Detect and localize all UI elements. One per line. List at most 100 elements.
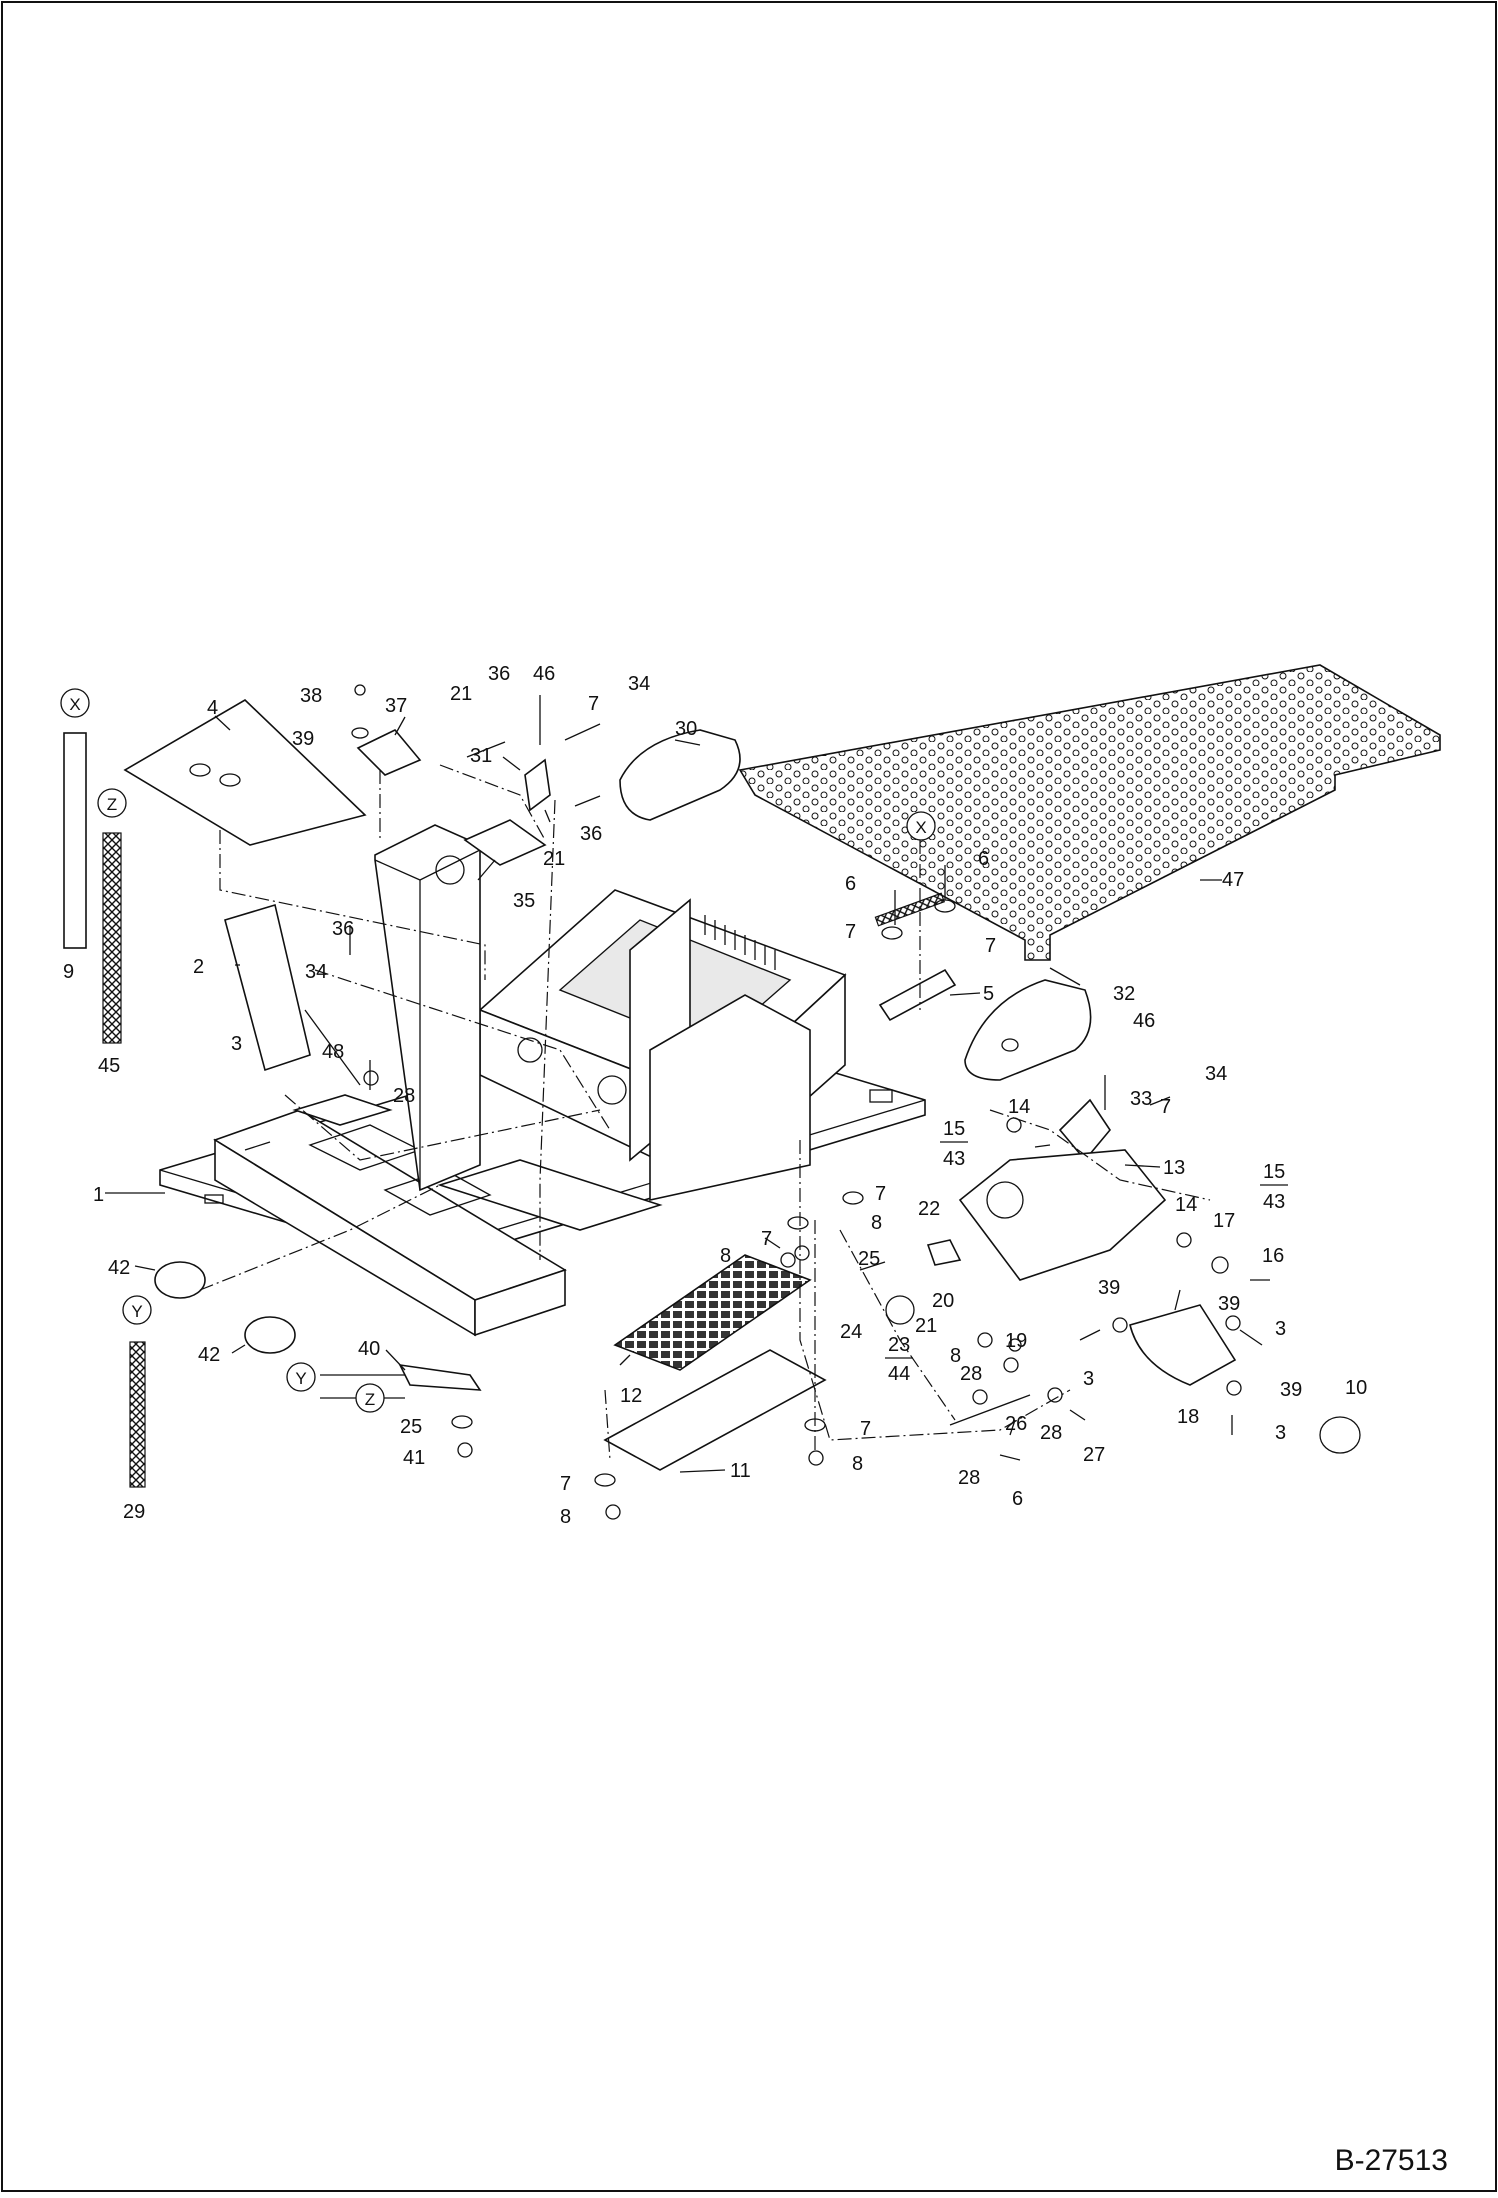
callout-46: 46 — [1133, 1010, 1155, 1032]
callout-21: 21 — [915, 1315, 937, 1337]
callout-7: 7 — [985, 935, 996, 957]
callout-46: 46 — [533, 663, 555, 685]
callout-3: 3 — [1083, 1368, 1094, 1390]
bracket-22 — [926, 1239, 962, 1266]
drawing-number: B-27513 — [1335, 2144, 1448, 2177]
callout-31: 31 — [470, 745, 492, 767]
callout-6: 6 — [978, 848, 989, 870]
callout-11: 11 — [730, 1460, 751, 1482]
callout-4: 4 — [207, 697, 218, 719]
callout-13: 13 — [1163, 1157, 1185, 1179]
callout-32: 32 — [1113, 983, 1135, 1005]
callout-47: 47 — [1222, 869, 1244, 891]
bracket-33 — [1058, 1098, 1111, 1162]
callout-22: 22 — [918, 1198, 940, 1220]
callout-7: 7 — [560, 1473, 571, 1495]
callout-48: 48 — [322, 1041, 344, 1063]
spring-rail — [874, 892, 946, 927]
callout-41: 41 — [403, 1447, 425, 1469]
callout-39: 39 — [1218, 1293, 1240, 1315]
fraction-2-bottom: 43 — [1263, 1191, 1285, 1213]
fraction-3-top: 23 — [888, 1334, 910, 1356]
callout-8: 8 — [560, 1506, 571, 1528]
callout-39: 39 — [1098, 1277, 1120, 1299]
ref-marker-y-1: Y — [131, 1302, 142, 1321]
fraction-2-top: 15 — [1263, 1161, 1285, 1183]
rod-45 — [102, 832, 122, 1044]
callout-25: 25 — [400, 1416, 422, 1438]
cover-plate-4 — [123, 699, 367, 846]
bracket-40 — [398, 1363, 482, 1391]
bracket-31 — [524, 758, 551, 812]
fasteners — [244, 684, 1270, 1520]
fraction-1-bottom: 43 — [943, 1148, 965, 1170]
clamp-10 — [1319, 1416, 1361, 1454]
leader-lines — [105, 715, 1222, 1473]
callout-10: 10 — [1345, 1377, 1367, 1399]
callout-28: 28 — [393, 1085, 415, 1107]
grille-12 — [613, 1254, 812, 1371]
callout-7: 7 — [875, 1183, 886, 1205]
callout-2: 2 — [193, 956, 204, 978]
floor-mat-47 — [738, 664, 1441, 961]
bracket-35 — [463, 819, 547, 866]
ref-marker-x-1: X — [69, 695, 80, 714]
callout-21: 21 — [450, 683, 472, 705]
callout-7: 7 — [860, 1418, 871, 1440]
callout-3: 3 — [231, 1033, 242, 1055]
rod-26 — [949, 1394, 1031, 1426]
callout-36: 36 — [332, 918, 354, 940]
callout-42: 42 — [198, 1344, 220, 1366]
callout-36: 36 — [488, 663, 510, 685]
callout-7: 7 — [845, 921, 856, 943]
callout-26: 26 — [1005, 1413, 1027, 1435]
seat-box — [478, 889, 847, 1201]
callout-34: 34 — [628, 673, 650, 695]
callout-34: 34 — [305, 961, 327, 983]
callout-28: 28 — [958, 1467, 980, 1489]
tray-11 — [603, 1349, 827, 1471]
callout-7: 7 — [588, 693, 599, 715]
ref-marker-z-2: Z — [365, 1390, 375, 1409]
front-console — [213, 1109, 567, 1337]
callout-8: 8 — [871, 1212, 882, 1234]
ref-marker-y-2: Y — [295, 1369, 306, 1388]
rail-5 — [878, 968, 957, 1022]
callout-28: 28 — [1040, 1422, 1062, 1444]
callout-39: 39 — [1280, 1379, 1302, 1401]
callout-14: 14 — [1008, 1096, 1030, 1118]
callout-21: 21 — [543, 848, 565, 870]
callout-7: 7 — [761, 1228, 772, 1250]
bracket-37 — [356, 729, 422, 776]
console-13 — [958, 1149, 1167, 1281]
callout-5: 5 — [983, 983, 994, 1005]
callout-25: 25 — [858, 1248, 880, 1270]
armrest-32 — [964, 979, 1092, 1081]
callout-19: 19 — [1005, 1330, 1027, 1352]
ref-marker-x-2: X — [915, 818, 926, 837]
callout-16: 16 — [1262, 1245, 1284, 1267]
fraction-labels: 15 43 15 43 23 44 — [885, 1118, 1288, 1385]
plate-48 — [292, 1094, 393, 1126]
callout-labels: 38 37 39 4 21 36 46 7 34 30 31 21 36 35 … — [63, 663, 1367, 1528]
callout-3: 3 — [1275, 1318, 1286, 1340]
callout-6: 6 — [1012, 1488, 1023, 1510]
callout-14: 14 — [1175, 1194, 1197, 1216]
fraction-1-top: 15 — [943, 1118, 965, 1140]
callout-38: 38 — [300, 685, 322, 707]
callout-40: 40 — [358, 1338, 380, 1360]
callout-17: 17 — [1213, 1210, 1235, 1232]
callout-7: 7 — [1160, 1096, 1171, 1118]
cover-18 — [1129, 1304, 1237, 1386]
callout-39: 39 — [292, 728, 314, 750]
callout-29: 29 — [123, 1501, 145, 1523]
side-panel-2 — [224, 903, 311, 1072]
callout-8: 8 — [720, 1245, 731, 1267]
callout-45: 45 — [98, 1055, 120, 1077]
armrest-30 — [619, 729, 741, 821]
callout-8: 8 — [950, 1345, 961, 1367]
ref-markers: X Z Y X Y Z — [60, 688, 936, 1413]
callout-9: 9 — [63, 961, 74, 983]
callout-20: 20 — [932, 1290, 954, 1312]
